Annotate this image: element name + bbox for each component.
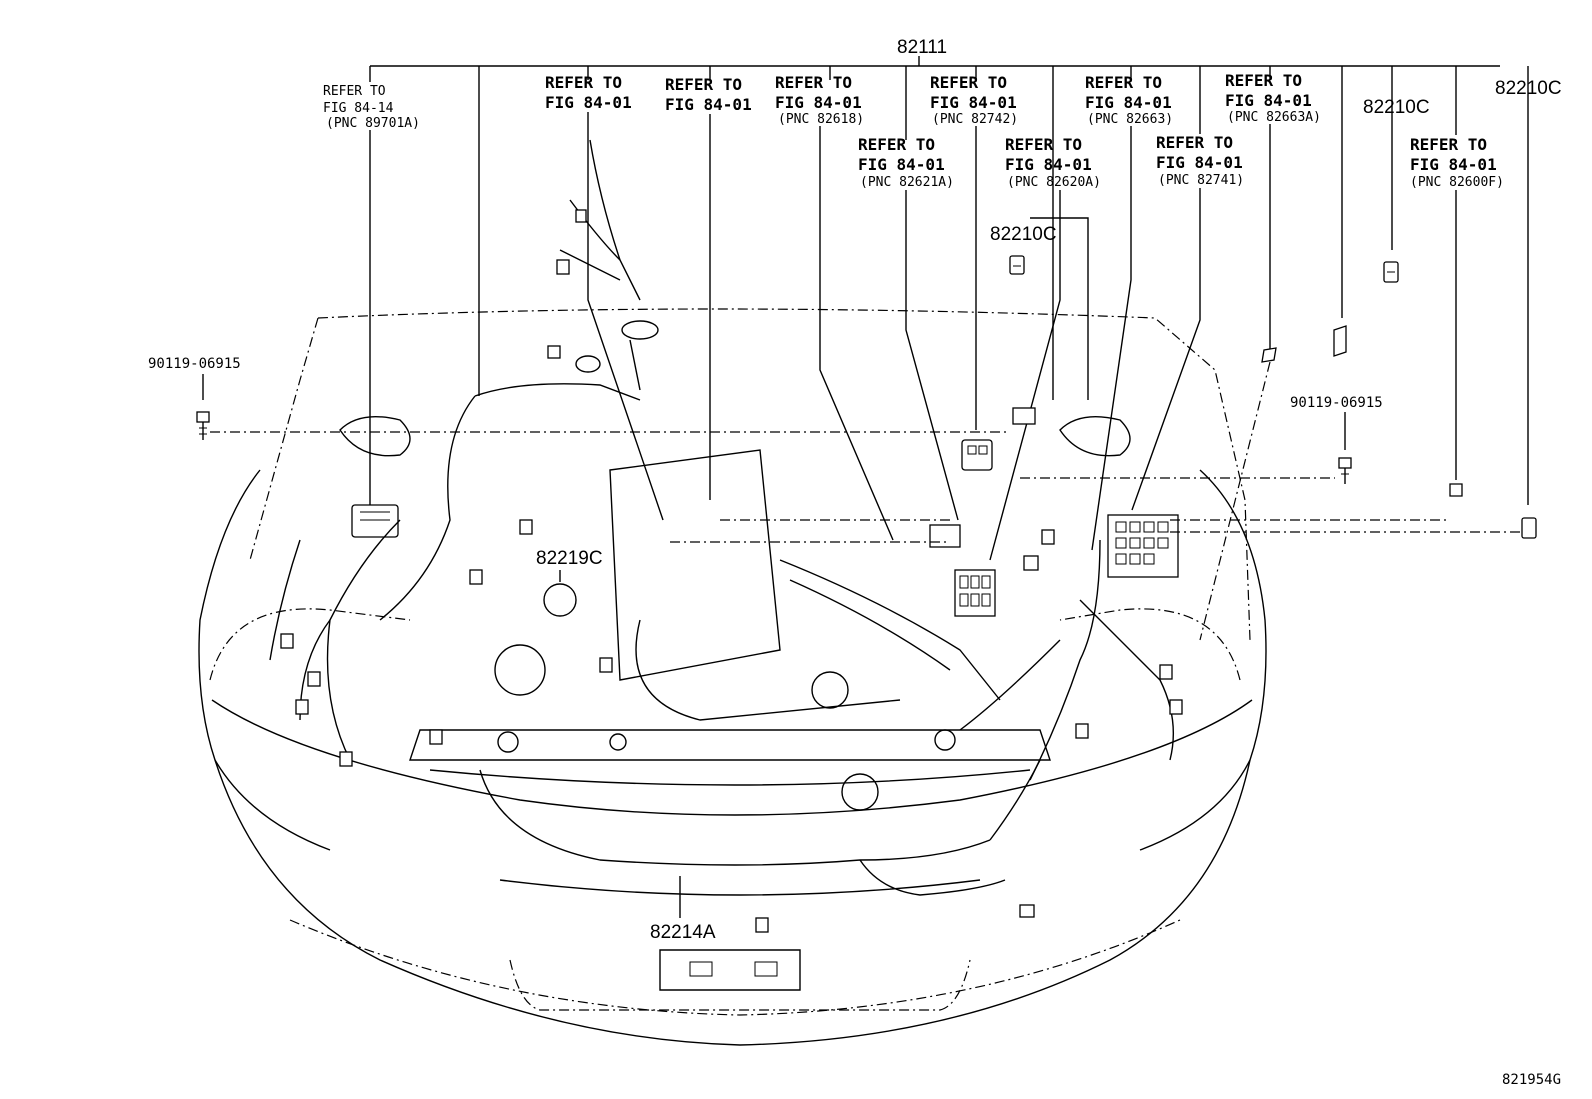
part-number-bolt-left: 90119-06915 bbox=[148, 356, 241, 372]
connector-icon-82663 bbox=[1333, 325, 1347, 357]
ref-line2: FIG 84-01 bbox=[1156, 153, 1243, 172]
ref-line1: REFER TO bbox=[1156, 133, 1233, 152]
engine-assembly bbox=[339, 415, 1131, 811]
clip-icon-82600F bbox=[1449, 483, 1463, 497]
ref-callout-82741: REFER TO FIG 84-01 (PNC 82741) bbox=[1131, 133, 1244, 511]
part-number-82210C-mid: 82210C bbox=[990, 224, 1057, 245]
harness-connectors bbox=[280, 209, 1183, 933]
part-number-82214A: 82214A bbox=[650, 922, 716, 943]
part-number-82111: 82111 bbox=[897, 37, 947, 58]
ref-line3: (PNC 82663) bbox=[1087, 112, 1173, 127]
ref-line2: FIG 84-01 bbox=[1005, 155, 1092, 174]
vehicle-body-outline bbox=[198, 308, 1267, 1046]
ref-callout-82663: REFER TO FIG 84-01 (PNC 82663) bbox=[1085, 73, 1173, 551]
ref-line2: FIG 84-01 bbox=[930, 93, 1017, 112]
ref-callout-82621A: REFER TO FIG 84-01 (PNC 82621A) bbox=[858, 135, 959, 521]
ref-line2: FIG 84-01 bbox=[1410, 155, 1497, 174]
ref-line3: (PNC 89701A) bbox=[326, 116, 420, 131]
relay-block-89701A bbox=[351, 504, 399, 538]
ref-callout-fig84-01-a: REFER TO FIG 84-01 bbox=[545, 73, 664, 521]
ref-callout-82618: REFER TO FIG 84-01 (PNC 82618) bbox=[775, 73, 894, 541]
connector-icon-82210C-far bbox=[1521, 517, 1537, 539]
ref-line1: REFER TO bbox=[930, 73, 1007, 92]
ref-line3: (PNC 82663A) bbox=[1227, 110, 1321, 125]
connector-block-82620A bbox=[954, 569, 996, 617]
wiring-harness bbox=[269, 139, 1174, 896]
ref-line1: REFER TO bbox=[775, 73, 852, 92]
ref-line2: FIG 84-01 bbox=[1085, 93, 1172, 112]
ref-line3: (PNC 82600F) bbox=[1410, 175, 1504, 190]
connector-block-82742 bbox=[961, 439, 993, 471]
ref-line3: (PNC 82742) bbox=[932, 112, 1018, 127]
junction-block-82741 bbox=[1107, 514, 1179, 578]
ref-line2: FIG 84-01 bbox=[775, 93, 862, 112]
ref-line1: REFER TO bbox=[1225, 71, 1302, 90]
ref-line2: FIG 84-14 bbox=[323, 101, 394, 116]
ref-line1: REFER TO bbox=[1085, 73, 1162, 92]
ref-line2: FIG 84-01 bbox=[545, 93, 632, 112]
bolt-icon-right bbox=[1338, 457, 1352, 484]
ref-callout-fig84-01-b: REFER TO FIG 84-01 bbox=[665, 75, 752, 500]
part-number-82210C-right: 82210C bbox=[1363, 97, 1430, 118]
part-number-bolt-right: 90119-06915 bbox=[1290, 395, 1383, 411]
dashed-leaders bbox=[210, 361, 1520, 641]
ref-line2: FIG 84-01 bbox=[858, 155, 945, 174]
ref-line1: REFER TO bbox=[858, 135, 935, 154]
ref-line3: (PNC 82620A) bbox=[1007, 175, 1101, 190]
ref-callout-82742: REFER TO FIG 84-01 (PNC 82742) bbox=[930, 73, 1018, 430]
ref-line3: (PNC 82618) bbox=[778, 112, 864, 127]
part-82111-leader bbox=[369, 56, 1529, 505]
ref-line3: (PNC 82621A) bbox=[860, 175, 954, 190]
ref-line1: REFER TO bbox=[1410, 135, 1487, 154]
ref-line1: REFER TO bbox=[545, 73, 622, 92]
connector-82621A bbox=[929, 524, 961, 548]
ref-callout-89701A: REFER TO FIG 84-14 (PNC 89701A) bbox=[323, 84, 420, 505]
part-number-82219C: 82219C bbox=[536, 548, 603, 569]
figure-id: 821954G bbox=[1502, 1072, 1561, 1088]
clip-icon-82663A bbox=[1261, 347, 1277, 363]
connector-icon-82210C-right bbox=[1383, 261, 1399, 283]
ref-line1: REFER TO bbox=[665, 75, 742, 94]
part-number-82210C-far: 82210C bbox=[1495, 78, 1562, 99]
ref-line2: FIG 84-01 bbox=[665, 95, 752, 114]
ref-line1: REFER TO bbox=[323, 84, 386, 99]
ref-callout-82663A: REFER TO FIG 84-01 (PNC 82663A) bbox=[1225, 71, 1321, 350]
ref-line3: (PNC 82741) bbox=[1158, 173, 1244, 188]
connector-icon-82210C-mid bbox=[1009, 255, 1025, 275]
ref-callout-82600F: REFER TO FIG 84-01 (PNC 82600F) bbox=[1410, 135, 1504, 480]
bolt-icon-left bbox=[196, 411, 210, 440]
ref-line1: REFER TO bbox=[1005, 135, 1082, 154]
ref-line2: FIG 84-01 bbox=[1225, 91, 1312, 110]
ref-callout-82620A: REFER TO FIG 84-01 (PNC 82620A) bbox=[989, 135, 1101, 561]
